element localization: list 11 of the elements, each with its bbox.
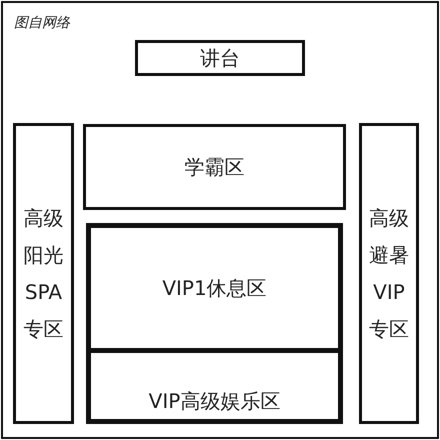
zone-label: VIP高级娱乐区 [148,388,280,415]
source-note: 图自网络 [14,14,70,32]
podium-box [135,40,305,76]
zone-label: 高级阳光SPA专区 [22,204,64,342]
zone-label: 学霸区 [184,154,244,180]
zone-box [13,123,74,424]
zone-box [359,123,419,424]
zone-box [83,124,346,210]
zone-label: 讲台 [200,44,240,72]
zone-label: 高级避暑VIP专区 [368,204,410,342]
zone-label: VIP1休息区 [162,274,267,302]
